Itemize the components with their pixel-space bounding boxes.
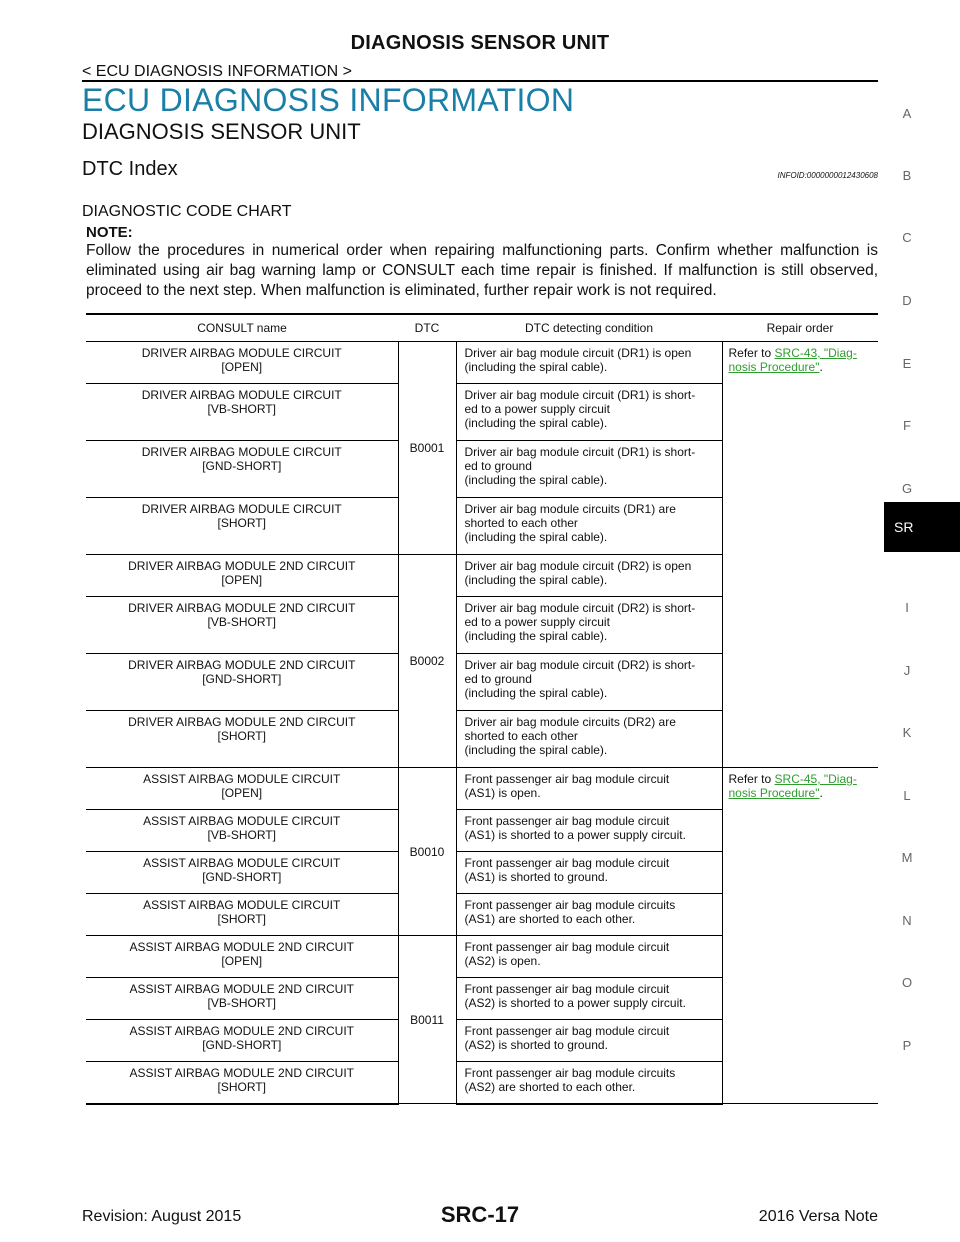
side-index-letter[interactable]: C <box>902 230 912 245</box>
side-index-letter[interactable]: F <box>903 418 911 433</box>
dtc-index-title: DTC Index <box>82 158 178 180</box>
dtc-code-cell: B0001 <box>398 341 457 555</box>
footer-page-number: SRC-17 <box>440 1202 520 1227</box>
chart-title: DIAGNOSTIC CODE CHART <box>82 203 292 220</box>
column-header: Repair order <box>722 313 878 342</box>
consult-name-cell: DRIVER AIRBAG MODULE 2ND CIRCUIT [VB-SHO… <box>86 596 399 654</box>
table-row: ASSIST AIRBAG MODULE CIRCUIT [OPEN]B0010… <box>86 767 878 1104</box>
detecting-condition-cell: Front passenger air bag module circuits … <box>456 893 723 936</box>
consult-name-cell: ASSIST AIRBAG MODULE 2ND CIRCUIT [GND-SH… <box>86 1019 399 1062</box>
table-row: DRIVER AIRBAG MODULE CIRCUIT [SHORT] Driv… <box>86 497 878 555</box>
table-row: ASSIST AIRBAG MODULE 2ND CIRCUIT [SHORT]… <box>86 1061 878 1105</box>
note-label: NOTE: <box>86 224 133 241</box>
detecting-condition-cell: Front passenger air bag module circuit (… <box>456 809 723 852</box>
side-index-letter[interactable]: D <box>902 293 912 308</box>
side-index-letter[interactable]: G <box>901 481 913 496</box>
consult-name-cell: ASSIST AIRBAG MODULE CIRCUIT [OPEN] <box>86 767 399 810</box>
detecting-condition-cell: Driver air bag module circuit (DR1) is o… <box>456 341 723 384</box>
dtc-code-cell: B0011 <box>398 935 457 1104</box>
info-id: INFOID:0000000012430608 <box>777 171 878 180</box>
consult-name-cell: DRIVER AIRBAG MODULE CIRCUIT [OPEN] <box>86 341 399 384</box>
table-row: ASSIST AIRBAG MODULE CIRCUIT [GND-SHORT]… <box>86 851 878 894</box>
side-index-letter[interactable]: L <box>903 788 911 803</box>
footer-model: 2016 Versa Note <box>758 1208 878 1225</box>
dtc-code-cell: B0010 <box>398 767 457 936</box>
table-header-row: CONSULT name DTC DTC detecting condition… <box>86 313 878 342</box>
detecting-condition-cell: Front passenger air bag module circuit (… <box>456 935 723 978</box>
consult-name-cell: DRIVER AIRBAG MODULE CIRCUIT [SHORT] <box>86 497 399 555</box>
consult-name-cell: DRIVER AIRBAG MODULE CIRCUIT [VB-SHORT] <box>86 383 399 441</box>
dtc-table: CONSULT name DTC DTC detecting condition… <box>86 313 878 1105</box>
table-row: DRIVER AIRBAG MODULE 2ND CIRCUIT [SHORT]… <box>86 710 878 768</box>
dtc-code-cell: B0002 <box>398 554 457 768</box>
detecting-condition-cell: Driver air bag module circuit (DR1) is s… <box>456 440 723 498</box>
detecting-condition-cell: Driver air bag module circuits (DR2) are… <box>456 710 723 768</box>
note-text: Follow the procedures in numerical order… <box>86 242 878 299</box>
consult-name-cell: DRIVER AIRBAG MODULE 2ND CIRCUIT [OPEN] <box>86 554 399 597</box>
table-row: DRIVER AIRBAG MODULE 2ND CIRCUIT [OPEN]B… <box>86 554 878 768</box>
detecting-condition-cell: Driver air bag module circuit (DR2) is s… <box>456 653 723 711</box>
column-header: DTC <box>398 313 456 342</box>
repair-order-cell: Refer to SRC-45, "Diag- nosis Procedure"… <box>722 767 878 1104</box>
column-header: CONSULT name <box>86 313 398 342</box>
consult-name-cell: ASSIST AIRBAG MODULE 2ND CIRCUIT [VB-SHO… <box>86 977 399 1020</box>
table-row: ASSIST AIRBAG MODULE 2ND CIRCUIT [GND-SH… <box>86 1019 878 1062</box>
table-row: ASSIST AIRBAG MODULE 2ND CIRCUIT [OPEN]B… <box>86 935 878 1104</box>
side-index-letter[interactable]: N <box>902 913 912 928</box>
side-index-letter[interactable]: K <box>902 725 912 740</box>
table-row: DRIVER AIRBAG MODULE CIRCUIT [VB-SHORT] D… <box>86 383 878 441</box>
repair-prefix: Refer to <box>728 346 775 360</box>
consult-name-cell: ASSIST AIRBAG MODULE CIRCUIT [VB-SHORT] <box>86 809 399 852</box>
table-row: DRIVER AIRBAG MODULE CIRCUIT [GND-SHORT]… <box>86 440 878 498</box>
side-index-letter[interactable]: I <box>905 600 909 615</box>
side-index-letter[interactable]: P <box>902 1038 912 1053</box>
table-row: ASSIST AIRBAG MODULE CIRCUIT [SHORT] Fron… <box>86 893 878 936</box>
detecting-condition-cell: Driver air bag module circuit (DR2) is o… <box>456 554 723 597</box>
detecting-condition-cell: Driver air bag module circuits (DR1) are… <box>456 497 723 555</box>
table-row: ASSIST AIRBAG MODULE CIRCUIT [VB-SHORT] F… <box>86 809 878 852</box>
header-divider <box>82 80 878 82</box>
repair-suffix: . <box>819 786 823 800</box>
repair-order-cell: Refer to SRC-43, "Diag- nosis Procedure"… <box>722 341 878 768</box>
detecting-condition-cell: Front passenger air bag module circuit (… <box>456 1019 723 1062</box>
detecting-condition-cell: Front passenger air bag module circuits … <box>456 1061 723 1105</box>
table-row: DRIVER AIRBAG MODULE 2ND CIRCUIT [VB-SHO… <box>86 596 878 654</box>
breadcrumb: < ECU DIAGNOSIS INFORMATION > <box>82 63 352 80</box>
consult-name-cell: ASSIST AIRBAG MODULE CIRCUIT [GND-SHORT] <box>86 851 399 894</box>
side-index-active-tab[interactable]: SR <box>884 502 960 552</box>
page-header-title: DIAGNOSIS SENSOR UNIT <box>350 32 610 54</box>
table-row: ASSIST AIRBAG MODULE 2ND CIRCUIT [VB-SHO… <box>86 977 878 1020</box>
detecting-condition-cell: Front passenger air bag module circuit (… <box>456 977 723 1020</box>
column-header: DTC detecting condition <box>456 313 722 342</box>
detecting-condition-cell: Driver air bag module circuit (DR1) is s… <box>456 383 723 441</box>
consult-name-cell: ASSIST AIRBAG MODULE 2ND CIRCUIT [OPEN] <box>86 935 399 978</box>
side-index-letter[interactable]: M <box>901 850 913 865</box>
table-body: DRIVER AIRBAG MODULE CIRCUIT [OPEN]B0001… <box>86 341 878 1105</box>
section-title: ECU DIAGNOSIS INFORMATION <box>82 82 575 118</box>
sub-title: DIAGNOSIS SENSOR UNIT <box>82 119 361 144</box>
detecting-condition-cell: Front passenger air bag module circuit (… <box>456 851 723 894</box>
side-index-letter[interactable]: B <box>902 168 912 183</box>
detecting-condition-cell: Front passenger air bag module circuit (… <box>456 767 723 810</box>
repair-procedure-link[interactable]: SRC-43, "Diag- nosis Procedure" <box>728 346 857 374</box>
side-index-letter[interactable]: E <box>902 356 912 371</box>
side-index-letter[interactable]: A <box>902 106 912 121</box>
repair-prefix: Refer to <box>728 772 775 786</box>
footer-revision: Revision: August 2015 <box>82 1208 242 1225</box>
repair-suffix: . <box>819 360 823 374</box>
consult-name-cell: DRIVER AIRBAG MODULE CIRCUIT [GND-SHORT] <box>86 440 399 498</box>
detecting-condition-cell: Driver air bag module circuit (DR2) is s… <box>456 596 723 654</box>
repair-procedure-link[interactable]: SRC-45, "Diag- nosis Procedure" <box>728 772 857 800</box>
side-index-letter[interactable]: J <box>903 663 911 678</box>
consult-name-cell: DRIVER AIRBAG MODULE 2ND CIRCUIT [SHORT] <box>86 710 399 768</box>
side-index-letter[interactable]: O <box>901 975 913 990</box>
table-row: DRIVER AIRBAG MODULE CIRCUIT [OPEN]B0001… <box>86 341 878 768</box>
consult-name-cell: DRIVER AIRBAG MODULE 2ND CIRCUIT [GND-SH… <box>86 653 399 711</box>
table-row: DRIVER AIRBAG MODULE 2ND CIRCUIT [GND-SH… <box>86 653 878 711</box>
consult-name-cell: ASSIST AIRBAG MODULE 2ND CIRCUIT [SHORT] <box>86 1061 399 1105</box>
consult-name-cell: ASSIST AIRBAG MODULE CIRCUIT [SHORT] <box>86 893 399 936</box>
